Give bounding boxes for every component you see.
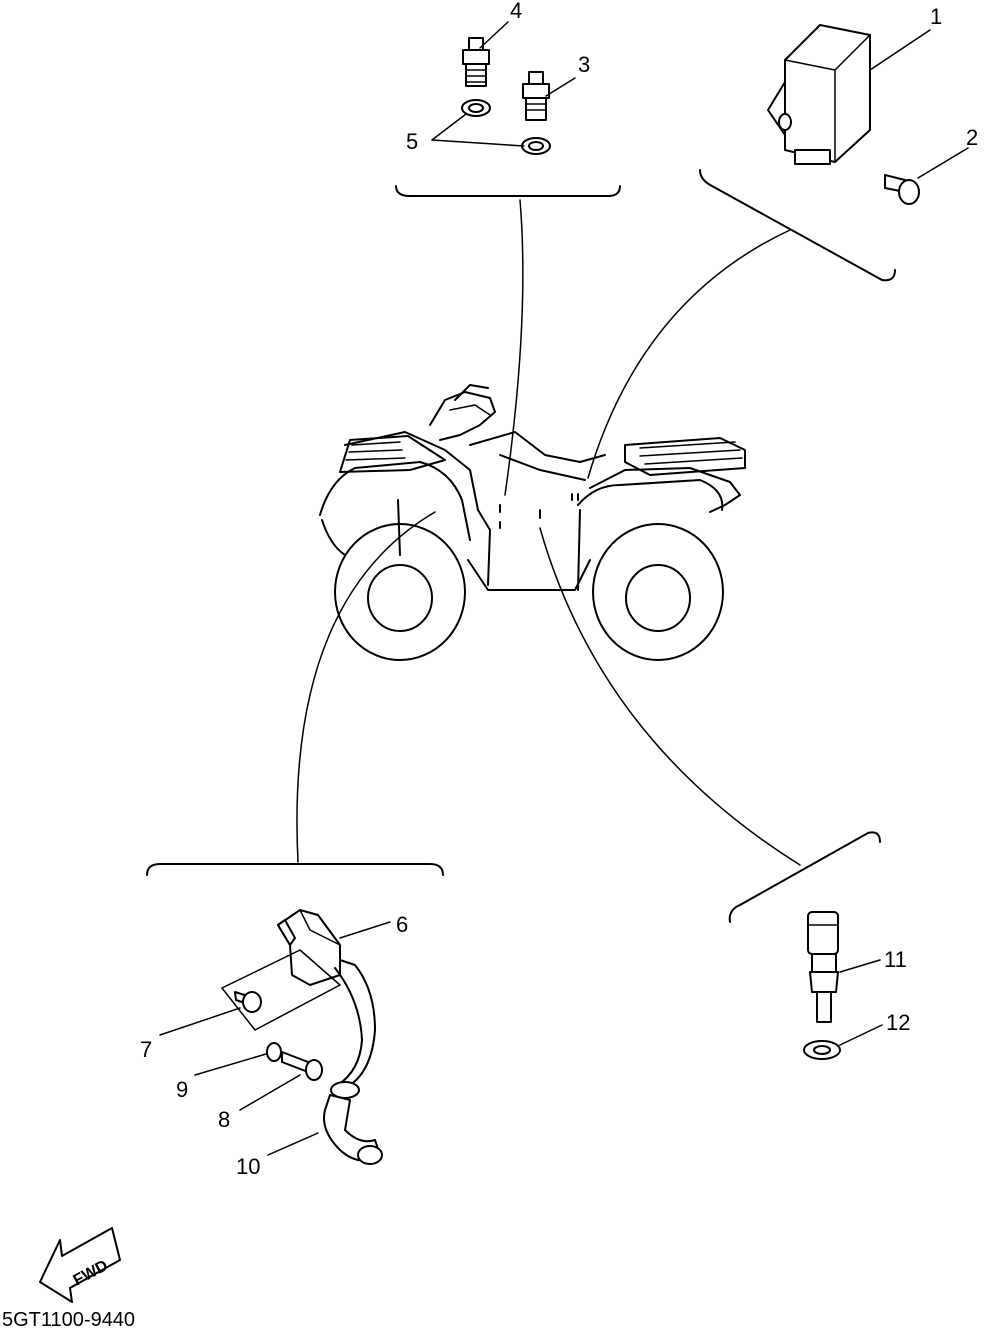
callout-5: 5 xyxy=(406,129,418,154)
sensor-bolt-4 xyxy=(462,37,490,87)
bolt-8 xyxy=(281,1051,323,1081)
washer-9 xyxy=(266,1042,282,1062)
leader-lines xyxy=(296,199,801,866)
bolt-7 xyxy=(234,991,262,1013)
sensor-bolt-3 xyxy=(522,71,550,121)
callout-numbers: 1 2 3 4 5 6 7 9 8 10 11 12 xyxy=(140,0,978,1179)
callout-12: 12 xyxy=(886,1010,910,1035)
callout-6: 6 xyxy=(396,912,408,937)
callout-7: 7 xyxy=(140,1037,152,1062)
washer-5 xyxy=(461,99,551,155)
coil-mount-lines xyxy=(221,949,341,1031)
atv-vehicle-illustration xyxy=(319,384,746,661)
callout-3: 3 xyxy=(578,52,590,77)
washer-12 xyxy=(803,1040,841,1060)
callout-8: 8 xyxy=(218,1107,230,1132)
callout-10: 10 xyxy=(236,1154,260,1179)
callout-11: 11 xyxy=(884,947,907,972)
callout-leaders xyxy=(159,21,969,1156)
ignition-coil-6 xyxy=(277,909,376,1099)
plug-cap-10 xyxy=(323,1094,383,1165)
screw-2 xyxy=(884,174,920,205)
callout-4: 4 xyxy=(510,0,522,23)
cdi-unit-1 xyxy=(767,24,871,165)
callout-9: 9 xyxy=(176,1077,188,1102)
group-brackets xyxy=(146,169,896,923)
diagram-code: 5GT1100-9440 xyxy=(2,1309,135,1330)
callout-2: 2 xyxy=(966,125,978,150)
fwd-arrow-icon: FWD xyxy=(39,1227,121,1303)
thermo-sensor-11 xyxy=(807,911,839,1023)
callout-1: 1 xyxy=(930,4,942,29)
